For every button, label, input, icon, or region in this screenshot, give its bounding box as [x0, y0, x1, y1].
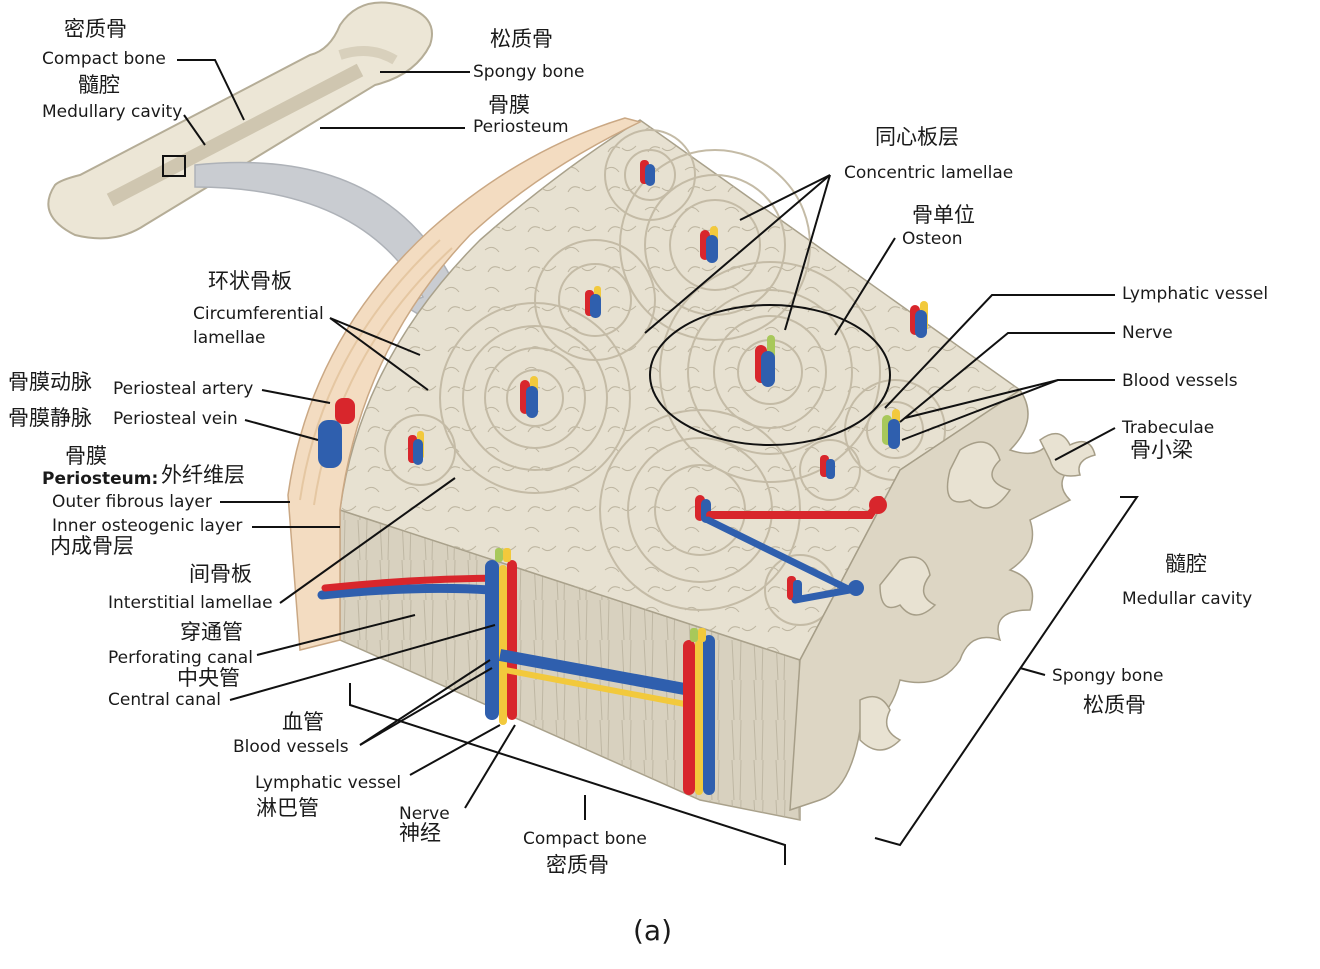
medullary-cavity-label-zh-top: 髓腔 [78, 73, 120, 97]
blood-vessels-label-right: Blood vessels [1122, 371, 1238, 391]
osteon-vessels [408, 160, 928, 604]
spongy-bone [789, 388, 1096, 812]
periosteum-label-en-top: Periosteum [473, 117, 569, 137]
long-bone-illustration [47, 1, 433, 240]
nerve-label-right: Nerve [1122, 323, 1173, 343]
concentric-lamellae-label-zh: 同心板层 [875, 125, 959, 149]
inner-osteogenic-layer-label-zh: 内成骨层 [50, 534, 134, 558]
perforating-canal-label-en: Perforating canal [108, 648, 253, 668]
compact-bone-label-en-bottom: Compact bone [523, 829, 647, 849]
osteon-label-en: Osteon [902, 229, 963, 249]
inner-osteogenic-layer-label-en: Inner osteogenic layer [52, 516, 243, 536]
blood-vessels-label-en: Blood vessels [233, 737, 349, 757]
compact-bone-label-zh-top: 密质骨 [64, 17, 127, 41]
trabeculae-label-zh: 骨小梁 [1130, 438, 1193, 462]
central-canal-label-zh: 中央管 [177, 666, 240, 690]
periosteum-label-zh-top: 骨膜 [488, 93, 530, 117]
cut-face-vessels [317, 398, 715, 795]
nerve-label-en-bottom: Nerve [399, 804, 450, 824]
spongy-bone-label-zh-top: 松质骨 [490, 27, 553, 51]
lymphatic-vessel-label-right: Lymphatic vessel [1122, 284, 1269, 304]
nerve-label-zh-bottom: 神经 [399, 821, 441, 845]
compact-bone-label-zh-bottom: 密质骨 [546, 853, 609, 877]
zoom-box [162, 155, 186, 177]
periosteal-vein-label-en: Periosteal vein [113, 409, 238, 429]
spongy-bone-label-zh-right: 松质骨 [1083, 693, 1146, 717]
medullar-cavity-label-en: Medullar cavity [1122, 589, 1253, 609]
interstitial-lamellae-label-en: Interstitial lamellae [108, 593, 273, 613]
interstitial-lamellae-label-zh: 间骨板 [189, 562, 252, 586]
spongy-bone-label-en-right: Spongy bone [1052, 666, 1164, 686]
spongy-bone-label-en-top: Spongy bone [473, 62, 585, 82]
periosteum-label-en-left: Periosteum: [42, 469, 159, 489]
osteon-label-zh: 骨单位 [912, 203, 975, 227]
figure-caption: (a) [633, 914, 673, 947]
periosteum-label-zh-left: 骨膜 [65, 444, 107, 468]
outer-fibrous-layer-label-en: Outer fibrous layer [52, 492, 212, 512]
blood-vessels-label-zh: 血管 [282, 710, 324, 734]
central-canal-label-en: Central canal [108, 690, 221, 710]
osteon-outline [649, 304, 891, 446]
lymphatic-vessel-label-en-bottom: Lymphatic vessel [255, 773, 402, 793]
circumferential-lamellae-label-zh: 环状骨板 [208, 269, 292, 293]
perforating-canal-label-zh: 穿通管 [180, 620, 243, 644]
leader-lines [177, 59, 1139, 865]
medullar-cavity-label-zh: 髓腔 [1165, 552, 1207, 576]
outer-fibrous-layer-label-zh: 外纤维层 [161, 463, 245, 487]
periosteal-artery-label-en: Periosteal artery [113, 379, 254, 399]
medullary-cavity-label-en-top: Medullary cavity [42, 102, 183, 122]
periosteal-vein-label-zh: 骨膜静脉 [8, 406, 92, 430]
circumferential-lamellae-label-en-1: Circumferential [193, 304, 324, 324]
compact-bone-label-en-top: Compact bone [42, 49, 166, 69]
concentric-lamellae-label-en: Concentric lamellae [844, 163, 1014, 183]
circumferential-lamellae-label-en-2: lamellae [193, 328, 266, 348]
periosteal-artery-label-zh: 骨膜动脉 [8, 370, 92, 394]
lymphatic-vessel-label-zh-bottom: 淋巴管 [256, 796, 319, 820]
trabeculae-label-en: Trabeculae [1122, 418, 1215, 438]
